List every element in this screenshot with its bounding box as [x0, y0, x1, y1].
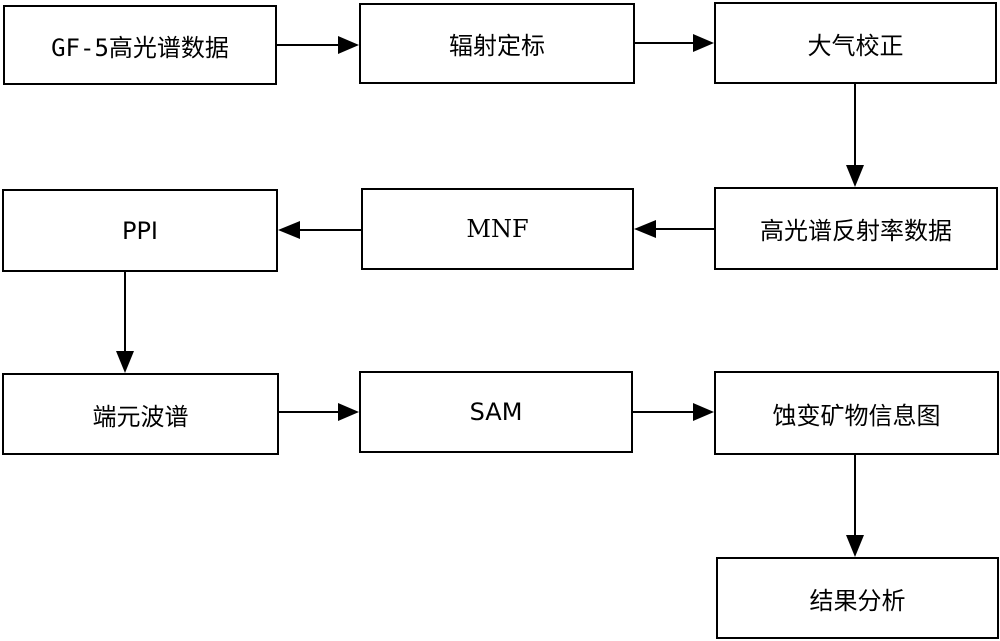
node-sam: SAM — [359, 371, 633, 453]
node-result-analysis: 结果分析 — [716, 557, 999, 639]
arrowhead-down-3 — [846, 535, 864, 557]
node-alteration-label: 蚀变矿物信息图 — [772, 401, 941, 430]
node-gf5-label: GF-5高光谱数据 — [51, 33, 229, 62]
node-analysis-label: 结果分析 — [809, 586, 906, 615]
arrowhead-left-2 — [278, 221, 300, 239]
node-refl-label: 高光谱反射率数据 — [760, 217, 952, 245]
node-ppi: PPI — [2, 189, 278, 272]
node-gf5-hyperspectral-data: GF-5高光谱数据 — [3, 5, 277, 85]
arrowhead-right-1 — [338, 36, 359, 54]
node-mnf: MNF — [361, 188, 634, 270]
arrowhead-left-1 — [634, 220, 656, 238]
arrowhead-down-2 — [116, 351, 134, 373]
node-ppi-label: PPI — [121, 216, 159, 245]
arrowhead-right-4 — [693, 403, 714, 421]
node-endmember-label: 端元波谱 — [92, 402, 189, 431]
node-atmcor-label: 大气校正 — [807, 31, 904, 60]
node-atmospheric-correction: 大气校正 — [714, 2, 997, 84]
node-reflectance-data: 高光谱反射率数据 — [714, 187, 998, 270]
arrowhead-right-2 — [693, 34, 714, 52]
node-endmember-spectra: 端元波谱 — [2, 373, 279, 455]
arrowhead-down-1 — [846, 165, 864, 187]
node-mnf-label: MNF — [466, 215, 529, 243]
node-alteration-mineral-map: 蚀变矿物信息图 — [714, 371, 999, 455]
arrowhead-right-3 — [338, 403, 359, 421]
node-radcal-label: 辐射定标 — [449, 32, 545, 60]
node-radiometric-calibration: 辐射定标 — [359, 3, 635, 84]
node-sam-label: SAM — [469, 398, 523, 426]
